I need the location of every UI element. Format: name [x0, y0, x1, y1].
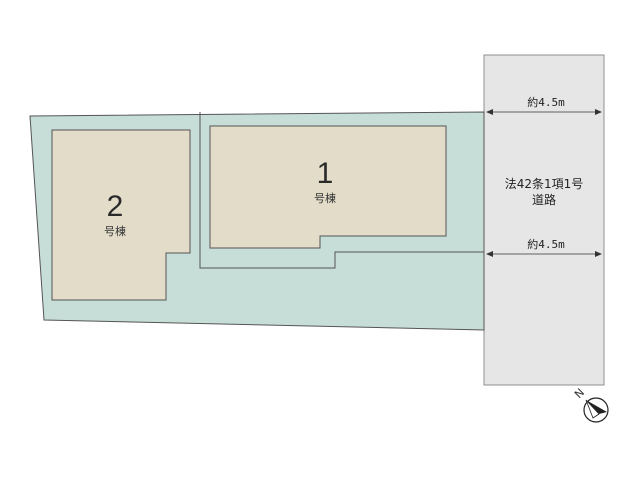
road-width-dimension-bottom: [486, 251, 602, 257]
building-2-label: 号棟: [104, 224, 126, 238]
road-width-dimension-top: [486, 109, 602, 115]
north-label: N: [572, 386, 587, 401]
building-1-number: 1: [317, 157, 334, 190]
building-1-label: 号棟: [314, 191, 336, 205]
road-width-label-top: 約4.5m: [527, 95, 565, 109]
road-name-label: 道路: [532, 192, 556, 207]
road-width-label-bottom: 約4.5m: [527, 237, 565, 251]
lot-division-line: [199, 112, 484, 269]
building-2-number: 2: [107, 190, 124, 223]
building-1: [209, 125, 447, 249]
north-arrow-icon: [583, 397, 609, 423]
building-2: [51, 129, 191, 301]
road-type-label: 法42条1項1号: [505, 177, 584, 191]
road-area: [483, 54, 605, 386]
